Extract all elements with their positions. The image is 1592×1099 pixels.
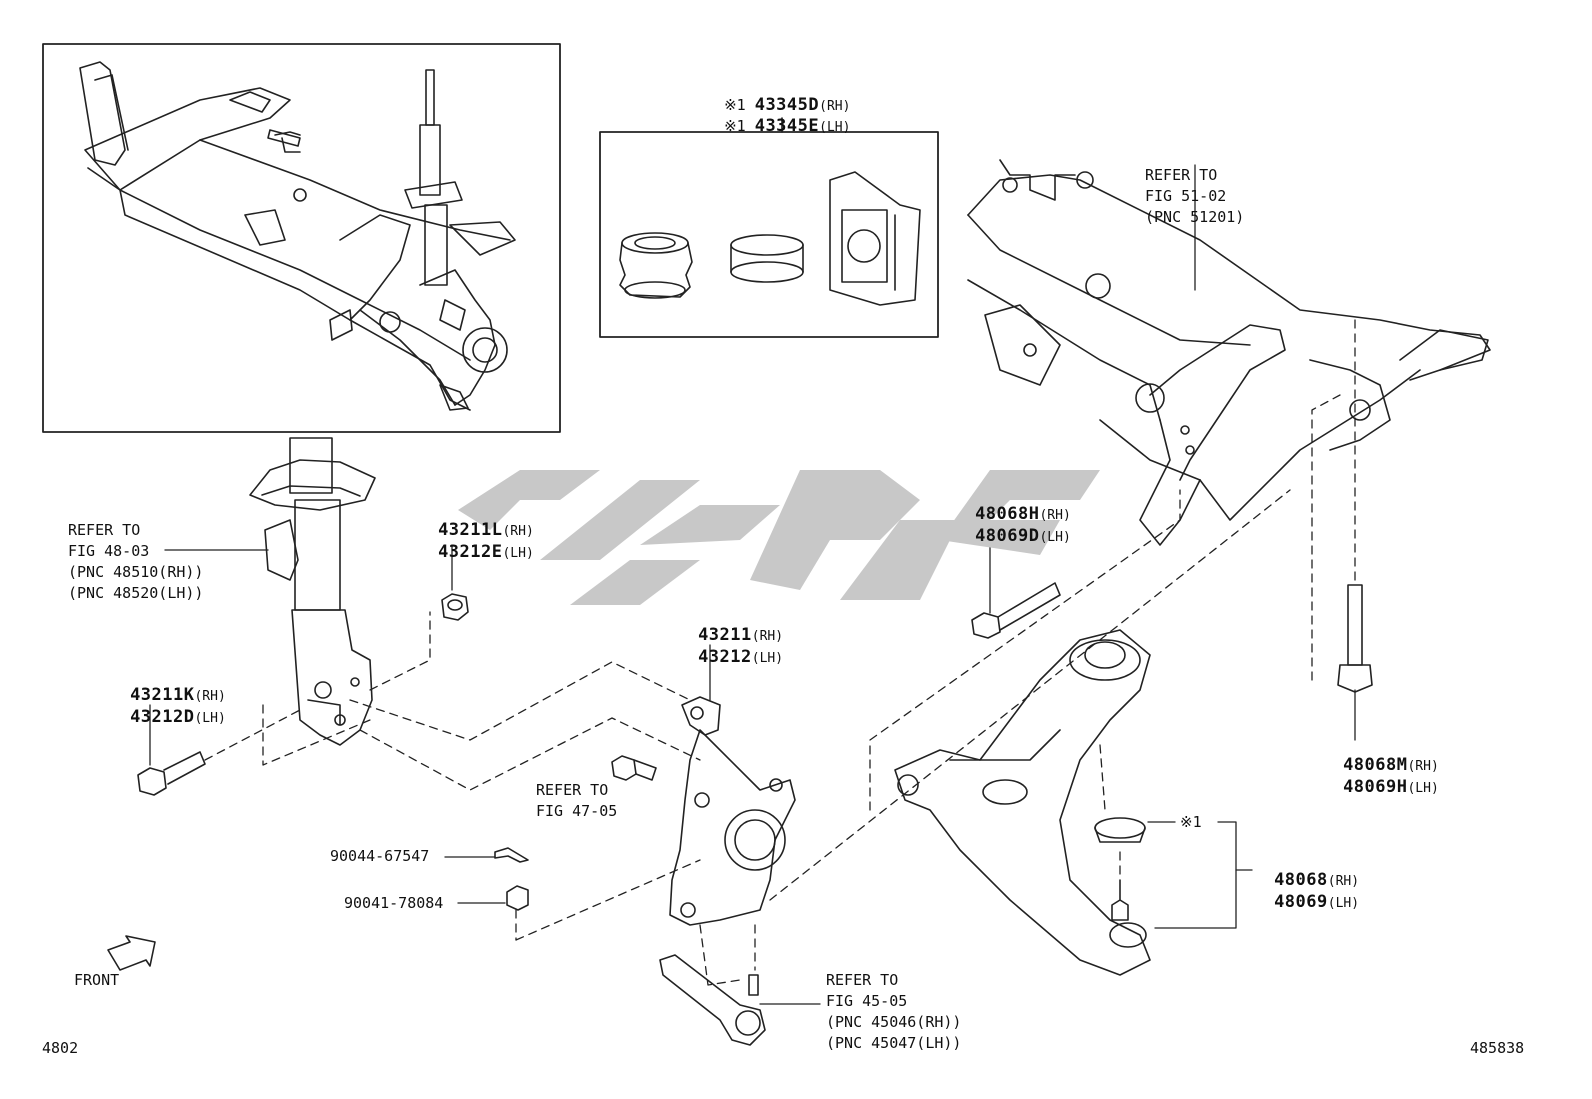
nut-43211l [441, 593, 469, 621]
tierod-refer-line2: FIG 45-05 [826, 992, 908, 1010]
bolt-label-rh: 43211K(RH) [130, 685, 226, 705]
frame-refer-line3: (PNC 51201) [1145, 208, 1245, 226]
nut-label-rh: 43211L(RH) [438, 520, 534, 540]
dust-boot [619, 232, 693, 299]
lower-control-arm [894, 629, 1151, 976]
cotter-pin-label: 90044-67547 [330, 847, 430, 865]
hub-refer-line2: FIG 47-05 [536, 802, 618, 820]
kit-label-rh: ※1 43345D(RH) [724, 95, 851, 115]
strut-refer-line3: (PNC 48510(RH)) [68, 563, 204, 581]
grease-packet [829, 171, 921, 306]
knuckle-label-lh: 43212(LH) [698, 647, 784, 667]
tierod-refer-line1: REFER TO [826, 971, 899, 989]
strut-refer-line2: FIG 48-03 [68, 542, 150, 560]
bolt-43211k [137, 751, 206, 796]
arm-bolt-label-rh: 48068H(RH) [975, 504, 1071, 524]
bolt-label-lh: 43212D(LH) [130, 707, 226, 727]
bolt-48068m [1337, 584, 1373, 693]
illustration-code: 485838 [1470, 1039, 1525, 1057]
snap-ring [730, 234, 804, 283]
steering-knuckle [669, 696, 796, 926]
arm-label-lh: 48069(LH) [1274, 892, 1360, 912]
overview-strut-knuckle [404, 69, 508, 411]
knuckle-label-rh: 43211(RH) [698, 625, 784, 645]
ball-joint [1094, 817, 1147, 948]
page-code: 4802 [42, 1039, 79, 1057]
rear-bolt-label-lh: 48069H(LH) [1343, 777, 1439, 797]
arm-bolt-label-lh: 48069D(LH) [975, 526, 1071, 546]
front-label: FRONT [74, 971, 120, 989]
tierod-refer-line3: (PNC 45046(RH)) [826, 1013, 962, 1031]
tie-rod-end [659, 954, 766, 1046]
overview-crossmember [79, 61, 516, 411]
castle-nut-label: 90041-78084 [344, 894, 444, 912]
rear-bolt-label-rh: 48068M(RH) [1343, 755, 1439, 775]
frame-refer-line1: REFER TO [1145, 166, 1218, 184]
cotter-pin [494, 847, 529, 863]
front-crossmember [967, 159, 1491, 546]
strut-assembly [249, 437, 376, 746]
strut-refer-line1: REFER TO [68, 521, 141, 539]
strut-refer-line4: (PNC 48520(LH)) [68, 584, 204, 602]
kit-label-lh: ※1 43345E(LH) [724, 116, 851, 136]
tierod-refer-line4: (PNC 45047(LH)) [826, 1034, 962, 1052]
overview-inset [42, 43, 561, 433]
hub-refer-line1: REFER TO [536, 781, 609, 799]
arm-label-rh: 48068(RH) [1274, 870, 1360, 890]
leader-lines [149, 164, 1356, 1005]
arm-mark-label: ※1 [1180, 813, 1202, 831]
kit-box [599, 131, 939, 338]
castle-nut [506, 885, 529, 911]
front-arrow [107, 935, 156, 971]
watermark-logo [458, 470, 1100, 605]
assembly-dashed-lines [204, 319, 1356, 986]
bolt-48068h [971, 582, 1061, 639]
nut-label-lh: 43212E(LH) [438, 542, 534, 562]
bolt-hub [611, 755, 657, 781]
frame-refer-line2: FIG 51-02 [1145, 187, 1227, 205]
